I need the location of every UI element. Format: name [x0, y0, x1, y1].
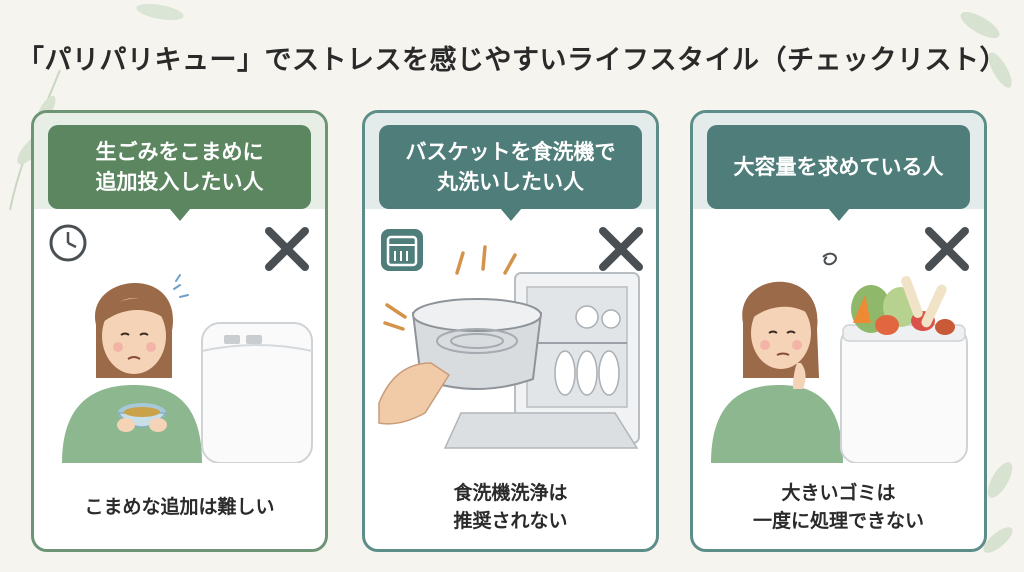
checklist-card-large-capacity: 大容量を求めている人 [690, 110, 987, 552]
woman-figure [711, 281, 843, 463]
basket-in-hand [378, 298, 543, 425]
card-header-bubble: 大容量を求めている人 [707, 125, 970, 221]
leaf-decoration-bottom-right [983, 462, 1013, 553]
card-illustration-basket-dishwasher [378, 227, 643, 449]
page-title: 「パリパリキュー」でストレスを感じやすいライフスタイル（チェックリスト） [17, 45, 1007, 76]
card-caption-text: 食洗機洗浄は 推奨されない [453, 482, 568, 532]
dishwasher-appliance [443, 272, 640, 449]
card-caption: 大きいゴミは 一度に処理できない [693, 473, 984, 543]
card-illustration-woman-holding-scraps [49, 224, 313, 463]
card-caption-text: こまめな追加は難しい [84, 496, 275, 519]
checklist-card-frequent-add: 生ごみをこまめに 追加投入したい人 [31, 110, 328, 552]
worry-swirl-icon [822, 252, 837, 266]
leaf-decoration-top-right [960, 12, 1012, 88]
checklist-card-dishwasher: バスケットを食洗機で 丸洗いしたい人 [362, 110, 659, 552]
card-caption: こまめな追加は難しい [34, 473, 325, 543]
card-header-text: 大容量を求めている人 [733, 154, 944, 179]
emphasis-lines [383, 245, 517, 331]
card-header-text: バスケットを食洗機で 丸洗いしたい人 [405, 139, 616, 194]
cross-mark-icon [925, 227, 969, 271]
parieri-cue-appliance [201, 322, 313, 463]
overflowing-bin [840, 276, 968, 463]
dishwasher-icon [381, 229, 423, 271]
leaf-decoration-top-center [136, 3, 184, 21]
woman-figure [62, 274, 202, 463]
cross-mark-icon [265, 227, 309, 271]
clock-icon [49, 224, 87, 262]
card-illustration-woman-overflowing-bin [711, 227, 969, 463]
cross-mark-icon [599, 227, 643, 271]
card-header-text: 生ごみをこまめに 追加投入したい人 [95, 139, 264, 194]
card-caption: 食洗機洗浄は 推奨されない [365, 473, 656, 543]
card-header-bubble: バスケットを食洗機で 丸洗いしたい人 [379, 125, 642, 221]
card-caption-text: 大きいゴミは 一度に処理できない [752, 482, 924, 532]
card-header-bubble: 生ごみをこまめに 追加投入したい人 [48, 125, 311, 221]
